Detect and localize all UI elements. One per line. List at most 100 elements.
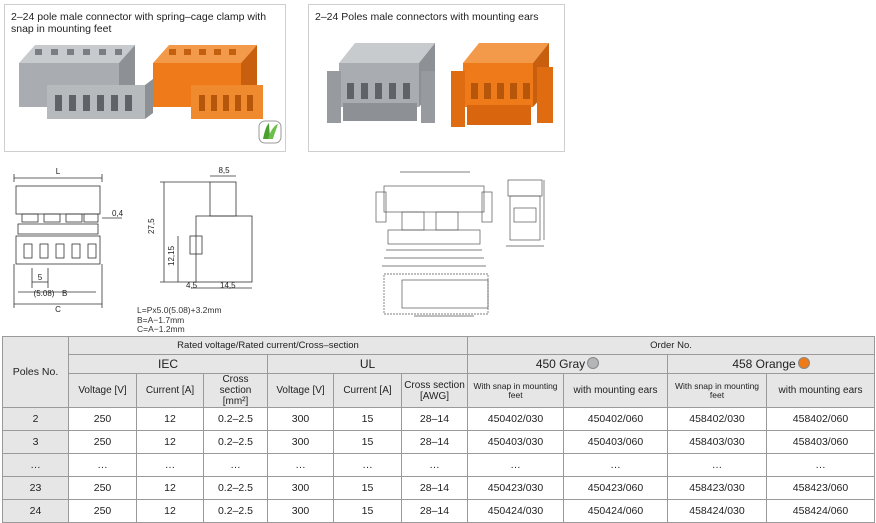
cell-poles: 23: [2, 476, 69, 500]
cell-ul-cross: 28–14: [401, 407, 468, 431]
ul-current-header: Current [A]: [333, 373, 402, 408]
orange-connector-image: [153, 45, 263, 119]
gray-ears-header: with mounting ears: [563, 373, 668, 408]
cell-orange-snap: 458403/030: [667, 430, 767, 454]
cell-orange-snap: 458402/030: [667, 407, 767, 431]
cell-poles: 3: [2, 430, 69, 454]
cell-iec-current: …: [136, 453, 204, 477]
cell-ul-voltage: 300: [267, 499, 334, 523]
iec-current-header: Current [A]: [136, 373, 204, 408]
formula-l: L=Px5.0(5.08)+3.2mm: [137, 305, 222, 315]
dim-8-5-label: 8,5: [218, 166, 230, 175]
cell-orange-ears: 458423/060: [765, 476, 876, 500]
cell-ul-current: 15: [333, 430, 402, 454]
cell-poles: …: [2, 453, 69, 477]
connector-photos-snap-feet: [19, 45, 282, 144]
gray-connector-ears-image: [327, 43, 435, 123]
cell-gray-ears: …: [563, 453, 668, 477]
orange-snap-header: With snap in mounting feet: [667, 373, 767, 408]
dim-0-4-label: 0,4: [112, 209, 124, 218]
cell-gray-snap: 450402/030: [467, 407, 564, 431]
front-view-drawing: L 0,4 5 (5.08) B C: [13, 167, 124, 314]
orange-swatch-icon: [797, 357, 810, 369]
cell-gray-ears: 450403/060: [563, 430, 668, 454]
connector-photos-mounting-ears: [327, 43, 553, 127]
product-panel-snap-feet: 2–24 pole male connector with spring–cag…: [4, 4, 286, 152]
cell-orange-ears: …: [765, 453, 876, 477]
formula-b: B=A−1.7mm: [137, 314, 185, 325]
dim-12-15-label: 12,15: [167, 245, 176, 266]
cell-ul-cross: 28–14: [401, 430, 468, 454]
cell-ul-current: 15: [333, 407, 402, 431]
formula-c: C=A−1.2mm: [137, 324, 185, 334]
cell-ul-cross: 28–14: [401, 476, 468, 500]
product-title-mounting-ears: 2–24 Poles male connectors with mounting…: [315, 11, 539, 23]
cell-iec-cross: 0.2–2.5: [203, 407, 268, 431]
cell-orange-ears: 458424/060: [765, 499, 876, 523]
cell-iec-current: 12: [136, 430, 204, 454]
orange-series-label: 458 Orange: [732, 357, 796, 371]
gray-series-label: 450 Gray: [535, 357, 586, 371]
table-row: 3 250 12 0.2–2.5 300 15 28–14 450403/030…: [2, 430, 876, 454]
dim-14-5-label: 14,5: [220, 281, 236, 290]
cell-iec-voltage: 250: [68, 499, 137, 523]
ul-cross-header: Cross section [AWG]: [401, 373, 468, 408]
cell-gray-ears: 450423/060: [563, 476, 668, 500]
dimension-formulas: L=Px5.0(5.08)+3.2mm B=A−1.7mm C=A−1.2mm: [137, 305, 222, 335]
gray-snap-header: With snap in mounting feet: [467, 373, 564, 408]
ul-header: UL: [267, 354, 468, 374]
cell-ul-current: 15: [333, 499, 402, 523]
cell-ul-voltage: 300: [267, 476, 334, 500]
dim-508-label: (5.08): [34, 289, 55, 298]
cell-ul-current: 15: [333, 476, 402, 500]
cell-iec-voltage: 250: [68, 430, 137, 454]
cell-ul-cross: 28–14: [401, 499, 468, 523]
cell-iec-cross: …: [203, 453, 268, 477]
cell-ul-voltage: 300: [267, 430, 334, 454]
mounting-ears-drawing: [375, 171, 545, 317]
cell-iec-current: 12: [136, 407, 204, 431]
gray-series-header: 450 Gray: [467, 354, 668, 374]
iec-voltage-header: Voltage [V]: [68, 373, 137, 408]
table-row: … … … … … … … … … … …: [2, 453, 876, 477]
cell-orange-snap: 458423/030: [667, 476, 767, 500]
cell-iec-voltage: 250: [68, 407, 137, 431]
rated-header: Rated voltage/Rated current/Cross–sectio…: [68, 336, 468, 355]
order-header: Order No.: [466, 336, 876, 355]
table-row: 24 250 12 0.2–2.5 300 15 28–14 450424/03…: [2, 499, 876, 523]
cell-poles: 24: [2, 499, 69, 523]
cell-iec-cross: 0.2–2.5: [203, 430, 268, 454]
dim-b-label: B: [62, 289, 67, 298]
cell-iec-cross: 0.2–2.5: [203, 499, 268, 523]
iec-cross-header: Cross section [mm²]: [203, 373, 268, 408]
cell-ul-voltage: 300: [267, 407, 334, 431]
cell-iec-cross: 0.2–2.5: [203, 476, 268, 500]
dim-27-5-label: 27,5: [147, 218, 156, 234]
table-row: 2 250 12 0.2–2.5 300 15 28–14 450402/030…: [2, 407, 876, 431]
side-view-drawing: 8,5 27,5 12,15 4,5 14,5: [147, 166, 253, 290]
spec-table: Poles No. Rated voltage/Rated current/Cr…: [2, 336, 876, 523]
product-panel-mounting-ears: 2–24 Poles male connectors with mounting…: [308, 4, 565, 152]
cell-gray-snap: 450423/030: [467, 476, 564, 500]
cell-iec-voltage: 250: [68, 476, 137, 500]
cell-gray-snap: 450424/030: [467, 499, 564, 523]
ul-voltage-header: Voltage [V]: [267, 373, 334, 408]
table-row: 23 250 12 0.2–2.5 300 15 28–14 450423/03…: [2, 476, 876, 500]
dim-5-label: 5: [38, 273, 43, 282]
dim-4-5-label: 4,5: [186, 281, 198, 290]
cell-ul-current: …: [333, 453, 402, 477]
iec-header: IEC: [68, 354, 268, 374]
orange-connector-ears-image: [451, 43, 553, 127]
cell-orange-ears: 458403/060: [765, 430, 876, 454]
cell-iec-current: 12: [136, 499, 204, 523]
cell-iec-current: 12: [136, 476, 204, 500]
cell-gray-ears: 450424/060: [563, 499, 668, 523]
green-logo-icon: [258, 120, 282, 144]
orange-ears-header: with mounting ears: [765, 373, 876, 408]
cell-ul-voltage: …: [267, 453, 334, 477]
poles-header: Poles No.: [2, 336, 69, 408]
dim-l-label: L: [56, 167, 61, 176]
cell-orange-snap: …: [667, 453, 767, 477]
orange-series-header: 458 Orange: [666, 354, 876, 374]
product-title-snap-feet: 2–24 pole male connector with spring–cag…: [11, 11, 267, 35]
